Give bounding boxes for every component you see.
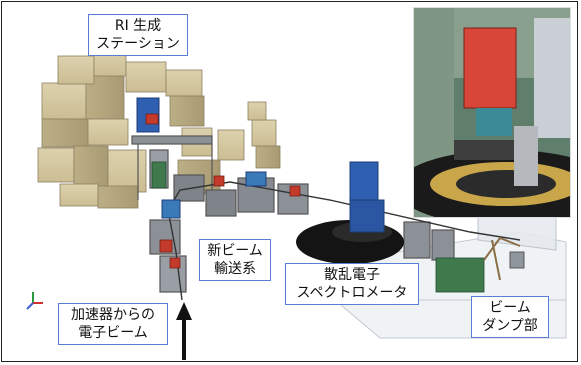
spectrometer-label-line1: 散乱電子 — [324, 267, 380, 283]
spectrometer-photo — [413, 7, 571, 218]
new-beamline-label: 新ビーム 輸送系 — [199, 239, 271, 281]
electron-beam-label-line1: 加速器からの — [71, 307, 155, 323]
electron-beam-label-line2: 電子ビーム — [78, 325, 148, 341]
beam-dump-label-line2: ダンプ部 — [482, 318, 538, 334]
beamline-green-sections — [151, 161, 485, 293]
electron-beam-label: 加速器からの 電子ビーム — [58, 303, 168, 345]
ri-station-label-line1: RI 生成 — [114, 18, 162, 34]
spectrometer-label-line2: スペクトロメータ — [296, 285, 408, 301]
beamline-red-magnets — [145, 113, 301, 269]
ri-station-label-line2: ステーション — [96, 36, 180, 52]
new-beamline-label-line1: 新ビーム — [207, 243, 263, 259]
axis-gizmo-icon — [26, 292, 43, 310]
new-beamline-label-line2: 輸送系 — [214, 261, 256, 277]
shielding-blocks — [37, 49, 281, 209]
beam-dump-label-line1: ビーム — [489, 300, 531, 316]
beam-line — [167, 181, 521, 301]
beamline-support-frames — [131, 135, 455, 293]
ri-station-label: RI 生成 ステーション — [88, 14, 188, 56]
electron-beam-arrow — [176, 302, 192, 360]
beam-dump-label: ビーム ダンプ部 — [471, 296, 549, 338]
spectrometer-label: 散乱電子 スペクトロメータ — [285, 263, 419, 305]
beam-dump-frame — [483, 236, 525, 281]
